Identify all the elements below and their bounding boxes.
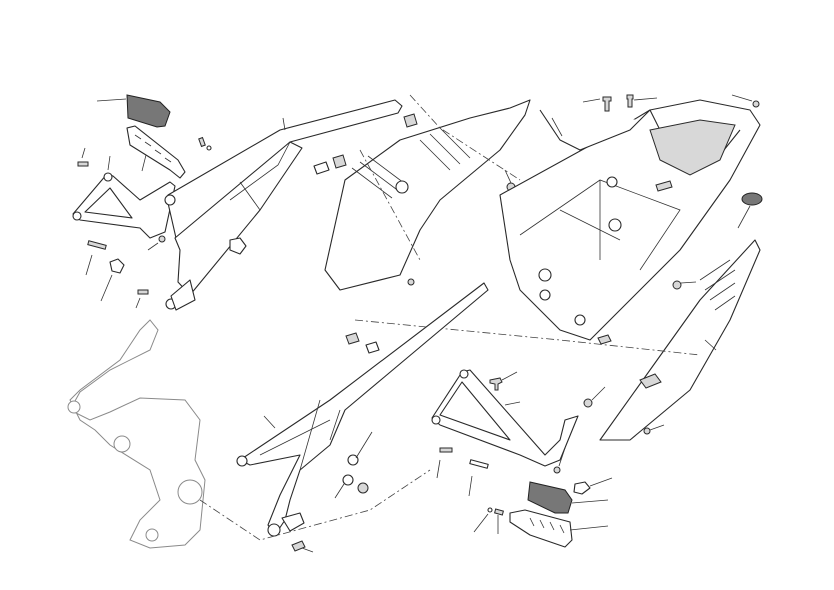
main-frame — [67, 319, 206, 549]
footpeg-upper — [126, 125, 186, 179]
rear-subframe-left — [164, 99, 403, 311]
footpeg-lower — [473, 507, 609, 548]
footpeg-rubber-upper — [96, 94, 171, 128]
footpeg-bracket-left — [72, 155, 176, 239]
rear-subframe-right — [199, 282, 489, 553]
tail-cover — [354, 239, 761, 441]
footpeg-bracket-right — [431, 369, 613, 497]
top-bolts — [582, 94, 763, 345]
seat-tray — [499, 99, 761, 341]
rear-undertray — [324, 94, 531, 291]
footpeg-rubber-lower — [527, 481, 609, 514]
